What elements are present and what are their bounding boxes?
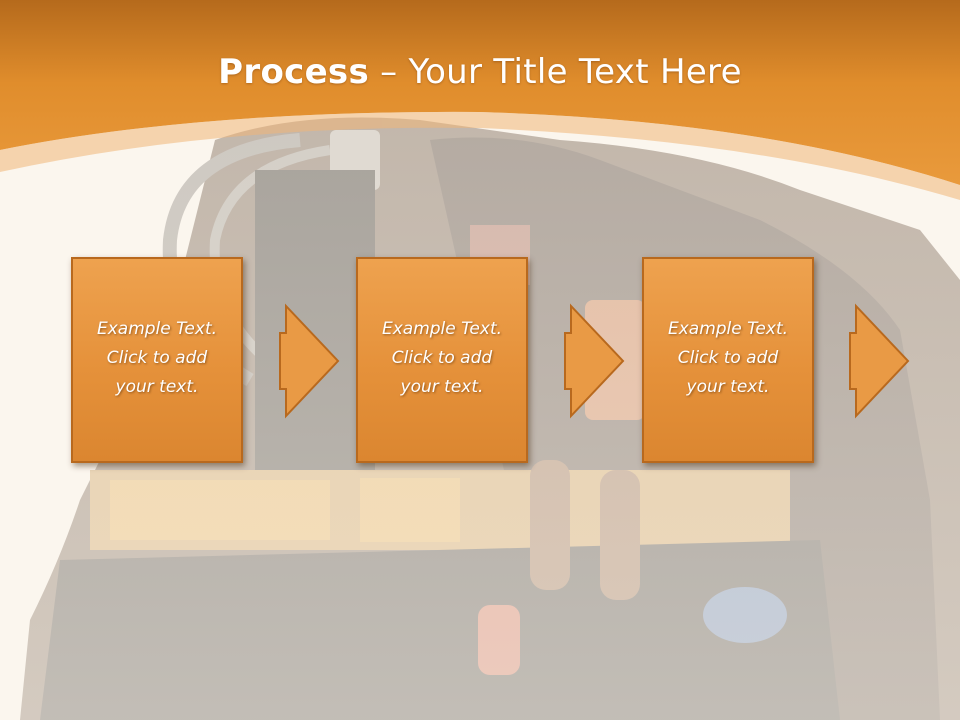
step-line: your text. [400,377,484,397]
step-line: Click to add [106,348,208,368]
step-line: your text. [115,377,199,397]
title-rest: – Your Title Text Here [369,52,742,92]
title-bold: Process [218,52,370,92]
step-line: Click to add [677,348,779,368]
slide-title[interactable]: Process – Your Title Text Here [0,52,960,92]
step-text-3[interactable]: Example Text. Click to add your text. [644,315,812,402]
step-line: Example Text. [381,319,503,339]
arrow-right-icon [564,303,625,419]
step-line: Click to add [391,348,493,368]
step-line: Example Text. [96,319,218,339]
step-text-1[interactable]: Example Text. Click to add your text. [73,315,241,402]
step-text-2[interactable]: Example Text. Click to add your text. [358,315,526,402]
step-box-1[interactable]: Example Text. Click to add your text. [71,257,243,463]
step-line: Example Text. [667,319,789,339]
step-line: your text. [686,377,770,397]
step-box-3[interactable]: Example Text. Click to add your text. [642,257,814,463]
arrow-right-icon [849,303,910,419]
arrow-right-icon [279,303,340,419]
step-box-2[interactable]: Example Text. Click to add your text. [356,257,528,463]
